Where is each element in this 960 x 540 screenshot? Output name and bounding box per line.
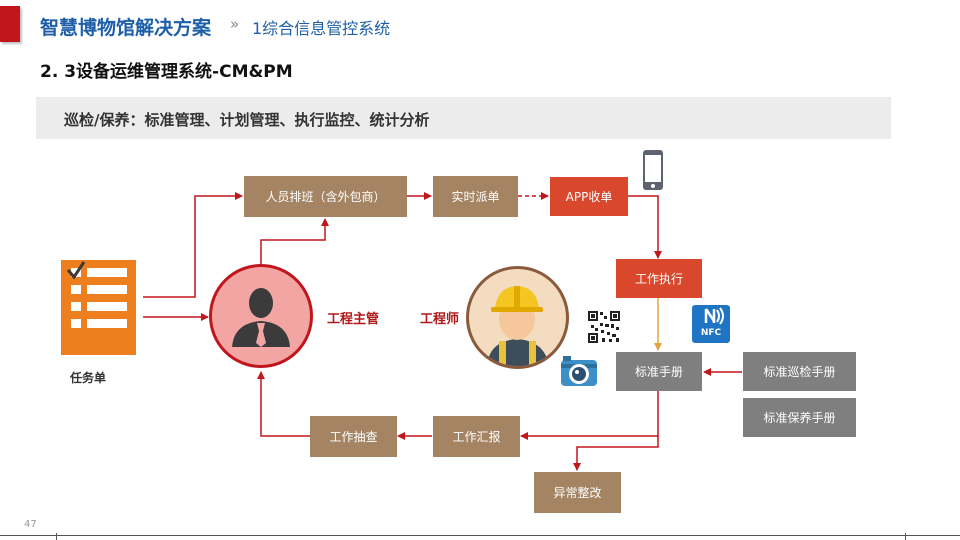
page-number: 47 — [24, 519, 37, 530]
header-separator: » — [230, 15, 240, 33]
box-app-receive: APP收单 — [550, 177, 628, 216]
phone-icon — [642, 149, 664, 195]
manager-avatar-icon — [209, 264, 313, 368]
arrow-task-to-scheduling — [143, 192, 243, 298]
box-patrol-manual: 标准巡检手册 — [743, 352, 856, 391]
box-check: 工作抽查 — [310, 416, 397, 457]
header-subtitle: 1综合信息管控系统 — [252, 19, 391, 38]
nfc-icon: NFC — [692, 305, 730, 343]
arrow-supervisor-to-scheduling — [260, 218, 329, 265]
supervisor-label: 工程主管 — [327, 312, 380, 327]
arrow-manual-to-report — [520, 391, 659, 440]
box-scheduling: 人员排班（含外包商） — [244, 176, 407, 217]
box-dispatch: 实时派单 — [433, 176, 518, 217]
header-title: 智慧博物馆解决方案 — [40, 17, 212, 39]
clipboard-icon — [61, 260, 136, 355]
arrow-manual-to-rectify — [573, 436, 659, 471]
section-title: 2. 3设备运维管理系统-CM&PM — [40, 62, 293, 82]
scope-banner-text: 巡检/保养：标准管理、计划管理、执行监控、统计分析 — [64, 111, 430, 129]
nfc-label: NFC — [700, 328, 722, 338]
box-maintain-manual: 标准保养手册 — [743, 398, 856, 437]
task-list-label: 任务单 — [70, 371, 107, 385]
qr-code-icon — [587, 310, 621, 348]
footer-divider — [0, 535, 960, 536]
footer-tick-left — [56, 533, 57, 540]
box-execute: 工作执行 — [616, 259, 702, 298]
arrow-check-to-supervisor — [257, 371, 310, 437]
footer-tick-right — [905, 533, 906, 540]
header-accent-tab — [0, 6, 20, 42]
camera-icon — [560, 355, 598, 391]
engineer-avatar-icon — [466, 266, 569, 369]
engineer-label: 工程师 — [420, 312, 460, 327]
scope-banner: 巡检/保养：标准管理、计划管理、执行监控、统计分析 — [36, 97, 891, 139]
box-rectify: 异常整改 — [534, 472, 621, 513]
arrow-app-to-execute — [628, 195, 662, 259]
box-manual: 标准手册 — [616, 352, 702, 391]
box-report: 工作汇报 — [433, 416, 520, 457]
